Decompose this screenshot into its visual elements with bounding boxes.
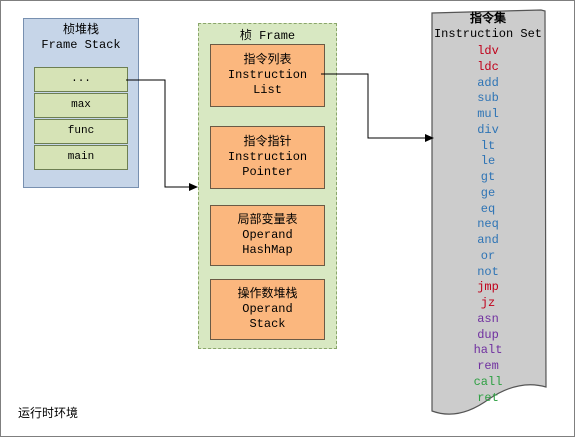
operand-stack-en-1: Operand xyxy=(242,302,293,316)
local-variable-table-en-1: Operand xyxy=(242,228,293,242)
instruction-dup: dup xyxy=(477,327,499,342)
local-variable-table-box: 局部变量表 Operand HashMap xyxy=(210,205,325,266)
frame-title: 桢 Frame xyxy=(239,29,296,43)
runtime-environment-label: 运行时环境 xyxy=(18,406,79,420)
instruction-set-title-cn: 指令集 xyxy=(469,12,506,26)
instruction-list-cn: 指令列表 xyxy=(243,53,292,67)
operand-stack-cn: 操作数堆栈 xyxy=(237,287,298,301)
frame-panel: 桢 Frame 指令列表 Instruction List 指令指针 Instr… xyxy=(198,23,337,349)
frame-stack-title-cn: 桢堆栈 xyxy=(62,23,99,37)
instruction-ret: ret xyxy=(477,390,499,405)
instruction-set-title-en: Instruction Set xyxy=(433,27,543,41)
instruction-pointer-box: 指令指针 Instruction Pointer xyxy=(210,126,325,189)
instruction-mul: mul xyxy=(477,107,499,121)
instruction-ldc: ldc xyxy=(477,59,499,74)
stack-slot-main: main xyxy=(34,145,128,170)
local-variable-table-cn: 局部变量表 xyxy=(237,213,298,227)
operand-stack-en-2: Stack xyxy=(249,317,286,331)
frame-stack-title-en: Frame Stack xyxy=(41,38,121,52)
instruction-ldv: ldv xyxy=(477,44,499,58)
stack-to-frame-arrow xyxy=(126,79,198,191)
instruction-set-scroll xyxy=(431,9,547,415)
local-variable-table-en-2: HashMap xyxy=(242,243,293,257)
instruction-or: or xyxy=(480,248,496,263)
instruction-eq: eq xyxy=(480,201,496,216)
stack-slot-max: max xyxy=(34,93,128,118)
instruction-neq: neq xyxy=(477,217,499,232)
instruction-call: call xyxy=(473,374,503,389)
instruction-list-en: Instruction List xyxy=(227,68,308,97)
instruction-ge: ge xyxy=(480,185,496,200)
frame-stack-title: 桢堆栈 Frame Stack xyxy=(24,23,138,53)
instruction-jmp: jmp xyxy=(477,280,499,295)
instruction-sub: sub xyxy=(477,91,499,106)
instruction-pointer-cn: 指令指针 xyxy=(243,135,292,149)
instruction-le: le xyxy=(480,154,496,169)
instruction-rem: rem xyxy=(477,359,499,373)
instruction-halt: halt xyxy=(473,343,503,358)
instruction-and: and xyxy=(477,233,499,247)
stack-slot-func: func xyxy=(34,119,128,144)
instruction-list-to-set-arrow xyxy=(321,73,434,142)
instruction-not: not xyxy=(477,264,499,279)
instruction-div: div xyxy=(477,122,499,137)
instruction-jz: jz xyxy=(480,296,496,310)
instruction-pointer-en-2: Pointer xyxy=(242,165,293,179)
instruction-lt: lt xyxy=(480,138,496,153)
frame-stack-panel: 桢堆栈 Frame Stack ... max func main xyxy=(23,18,139,188)
instruction-add: add xyxy=(477,75,499,90)
instruction-gt: gt xyxy=(480,170,496,184)
operand-stack-box: 操作数堆栈 Operand Stack xyxy=(210,279,325,340)
instruction-list-box: 指令列表 Instruction List xyxy=(210,44,325,107)
instruction-pointer-en-1: Instruction xyxy=(227,150,308,164)
instruction-asn: asn xyxy=(477,311,499,326)
